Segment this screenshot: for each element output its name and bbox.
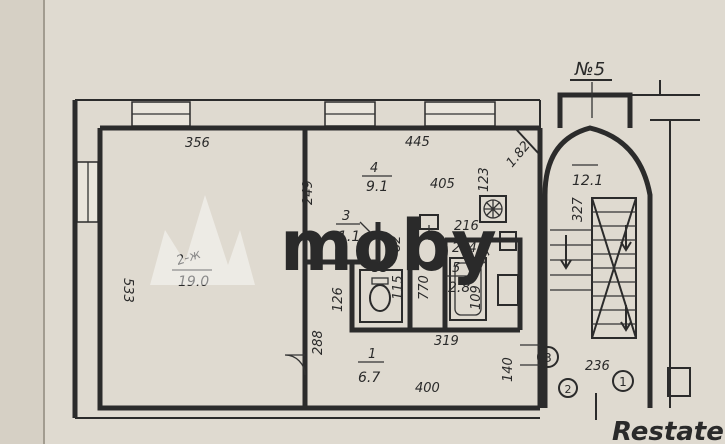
dim-533: 533 <box>120 278 135 303</box>
wall-kitchen-bottom <box>305 222 381 265</box>
watermark-text: moby <box>280 205 497 287</box>
room-stairwell-area: 12.1 <box>572 173 603 189</box>
dim-82: 82 <box>389 235 404 252</box>
toilet-icon <box>369 284 391 312</box>
bathtub-inner <box>454 262 482 316</box>
dim-236: 236 <box>585 359 610 374</box>
door-kitchen <box>359 221 379 241</box>
dim-33: 33 <box>372 261 389 276</box>
wall-wc-block <box>349 235 520 333</box>
stair-landing-box <box>667 367 691 397</box>
stairwell-top-ext <box>630 80 700 96</box>
marker-2 <box>558 378 578 398</box>
dim-405: 405 <box>430 177 455 192</box>
building-top-line <box>75 99 541 128</box>
room-bath-number: 5 <box>452 261 460 276</box>
stove-burner-icon <box>484 200 502 218</box>
dim-445: 445 <box>405 135 430 150</box>
stairwell-right-wall <box>650 119 700 408</box>
dim-126: 126 <box>331 287 346 312</box>
dim-400: 400 <box>415 381 440 396</box>
marker-2-label: 2 <box>565 383 572 396</box>
bathtub <box>449 257 487 321</box>
stair-number: №5 <box>574 59 605 80</box>
dim-115: 115 <box>391 275 406 300</box>
dim-249: 249 <box>301 180 316 205</box>
dim-109: 109 <box>469 285 484 310</box>
dim-57: 57 <box>474 244 496 266</box>
stair-arrow-icon <box>560 235 572 270</box>
dim-319: 319 <box>434 334 459 349</box>
dim-216: 216 <box>454 219 479 234</box>
dim-123: 123 <box>477 167 492 192</box>
room-entry-number: 1 <box>368 347 376 362</box>
stair-arrow-2-icon <box>620 225 632 252</box>
stairwell-wall <box>542 92 653 408</box>
marker-1-label: 1 <box>619 375 627 389</box>
room-hall-number: 3 <box>342 209 350 224</box>
boiler <box>497 274 519 306</box>
room-living-area: 19.0 <box>178 274 209 290</box>
kitchen-corner-chamfer <box>514 127 541 156</box>
brand-logo: Restate <box>612 417 724 444</box>
marker-1 <box>612 370 634 392</box>
room-kitchen-number: 4 <box>370 161 378 176</box>
dim-356: 356 <box>185 136 210 151</box>
stair-arrow-up-icon <box>620 305 632 332</box>
door-living <box>284 354 306 376</box>
toilet-tank-icon <box>371 277 389 285</box>
marker-3-label: 3 <box>544 351 552 365</box>
door-entry <box>520 344 540 366</box>
dim-204: 204 <box>452 241 477 256</box>
room-entry-area: 6.7 <box>358 370 380 386</box>
watermark-logo-icon <box>150 195 255 285</box>
apartment-outer-wall <box>72 100 540 418</box>
dim-288: 288 <box>311 330 326 355</box>
room-kitchen-area: 9.1 <box>366 179 388 195</box>
wc-cabin <box>359 269 403 323</box>
dim-770: 770 <box>417 275 432 300</box>
dim-327: 327 <box>571 196 586 222</box>
stove <box>479 195 507 223</box>
wall-bath-block <box>442 237 523 330</box>
bath-appliance <box>499 231 517 251</box>
stove-burner-ring-icon <box>483 199 503 219</box>
dim-140: 140 <box>501 357 516 382</box>
room-bath-area: 2.8 <box>448 280 470 296</box>
marker-3 <box>537 346 559 368</box>
paper-sheet <box>44 0 725 444</box>
room-hall-area: 1.1 <box>338 229 360 245</box>
stair-break-line <box>591 197 637 339</box>
room-living-number: 2-ж <box>175 247 203 269</box>
